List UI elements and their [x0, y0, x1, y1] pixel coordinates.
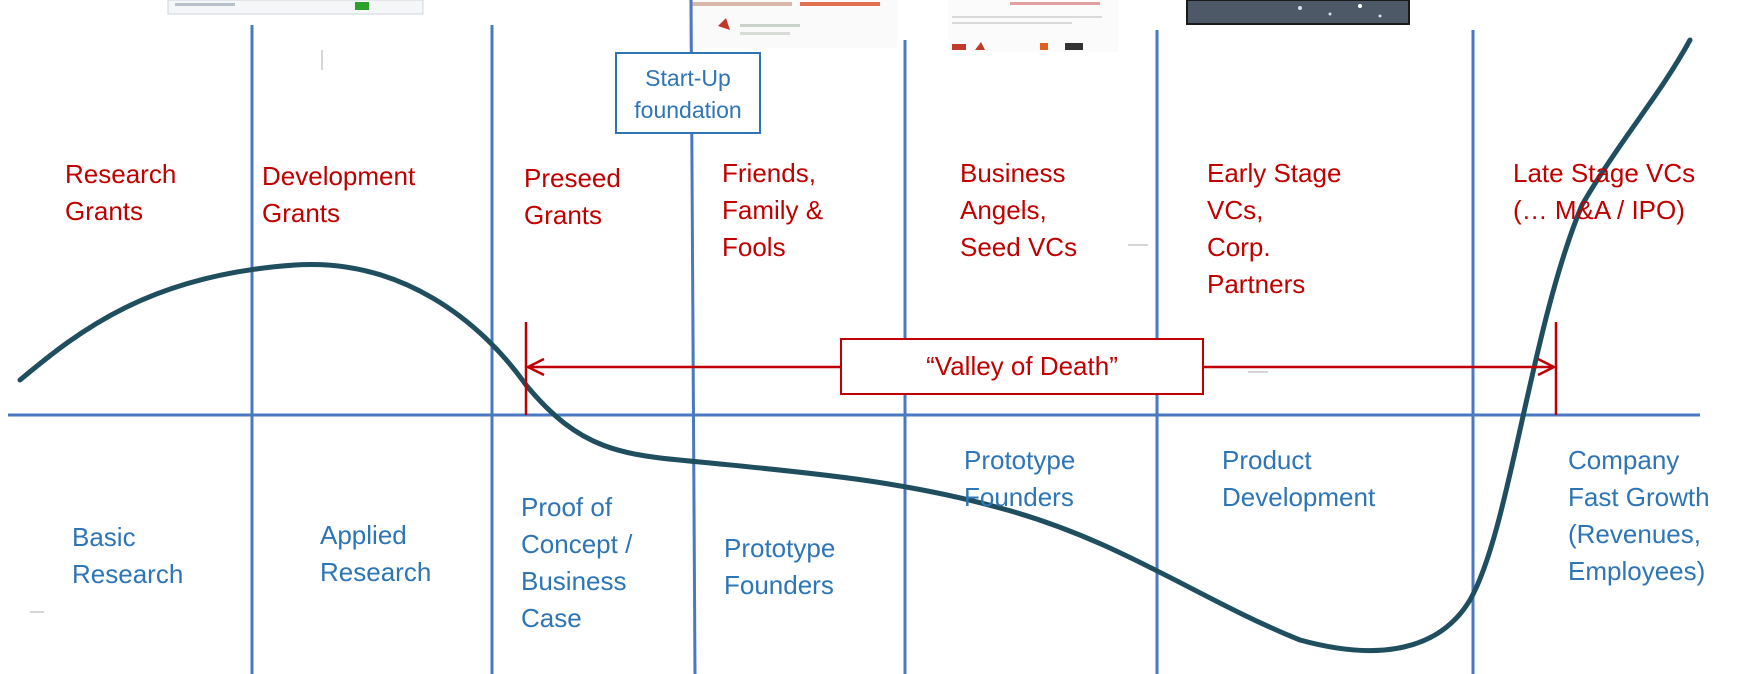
lifecycle-curve — [17, 37, 1693, 654]
stage-label-product-development: Product Development — [1222, 445, 1376, 512]
thumbnail-image-4 — [1186, 0, 1410, 25]
funding-label-early-stage-vcs: Early Stage VCs, Corp. Partners — [1207, 158, 1342, 299]
funding-label-business-angels: Business Angels, Seed VCs — [960, 158, 1078, 262]
stage-label-company-fast-growth: Company Fast Growth (Revenues, Employees… — [1568, 445, 1710, 586]
funding-label-friends-family-fools: Friends, Family & Fools — [722, 158, 824, 262]
funding-label-preseed-grants: Preseed Grants — [524, 163, 621, 230]
valley-of-death-box: “Valley of Death” — [840, 338, 1204, 395]
stage-label-proof-of-concept: Proof of Concept / Business Case — [521, 492, 633, 633]
startup-foundation-box: Start-Up foundation — [615, 52, 761, 134]
stage-label-applied-research: Applied Research — [320, 520, 432, 587]
thumbnail-image-2 — [688, 0, 898, 48]
thumbnail-image-3 — [948, 0, 1118, 52]
funding-label-research-grants: Research Grants — [65, 159, 177, 226]
funding-label-development-grants: Development Grants — [262, 161, 416, 228]
thumbnail-image-1 — [167, 0, 424, 15]
background-specks — [30, 50, 1268, 613]
funding-label-late-stage-vcs: Late Stage VCs (… M&A / IPO) — [1513, 158, 1696, 225]
valley-of-death-arrow — [524, 322, 1558, 415]
stage-label-basic-research: Basic Research — [72, 522, 184, 589]
stage-label-prototype-founders-1: Prototype Founders — [724, 533, 836, 600]
stage-separators — [250, 0, 1475, 674]
stage-label-prototype-founders-2: Prototype Founders — [964, 445, 1076, 512]
